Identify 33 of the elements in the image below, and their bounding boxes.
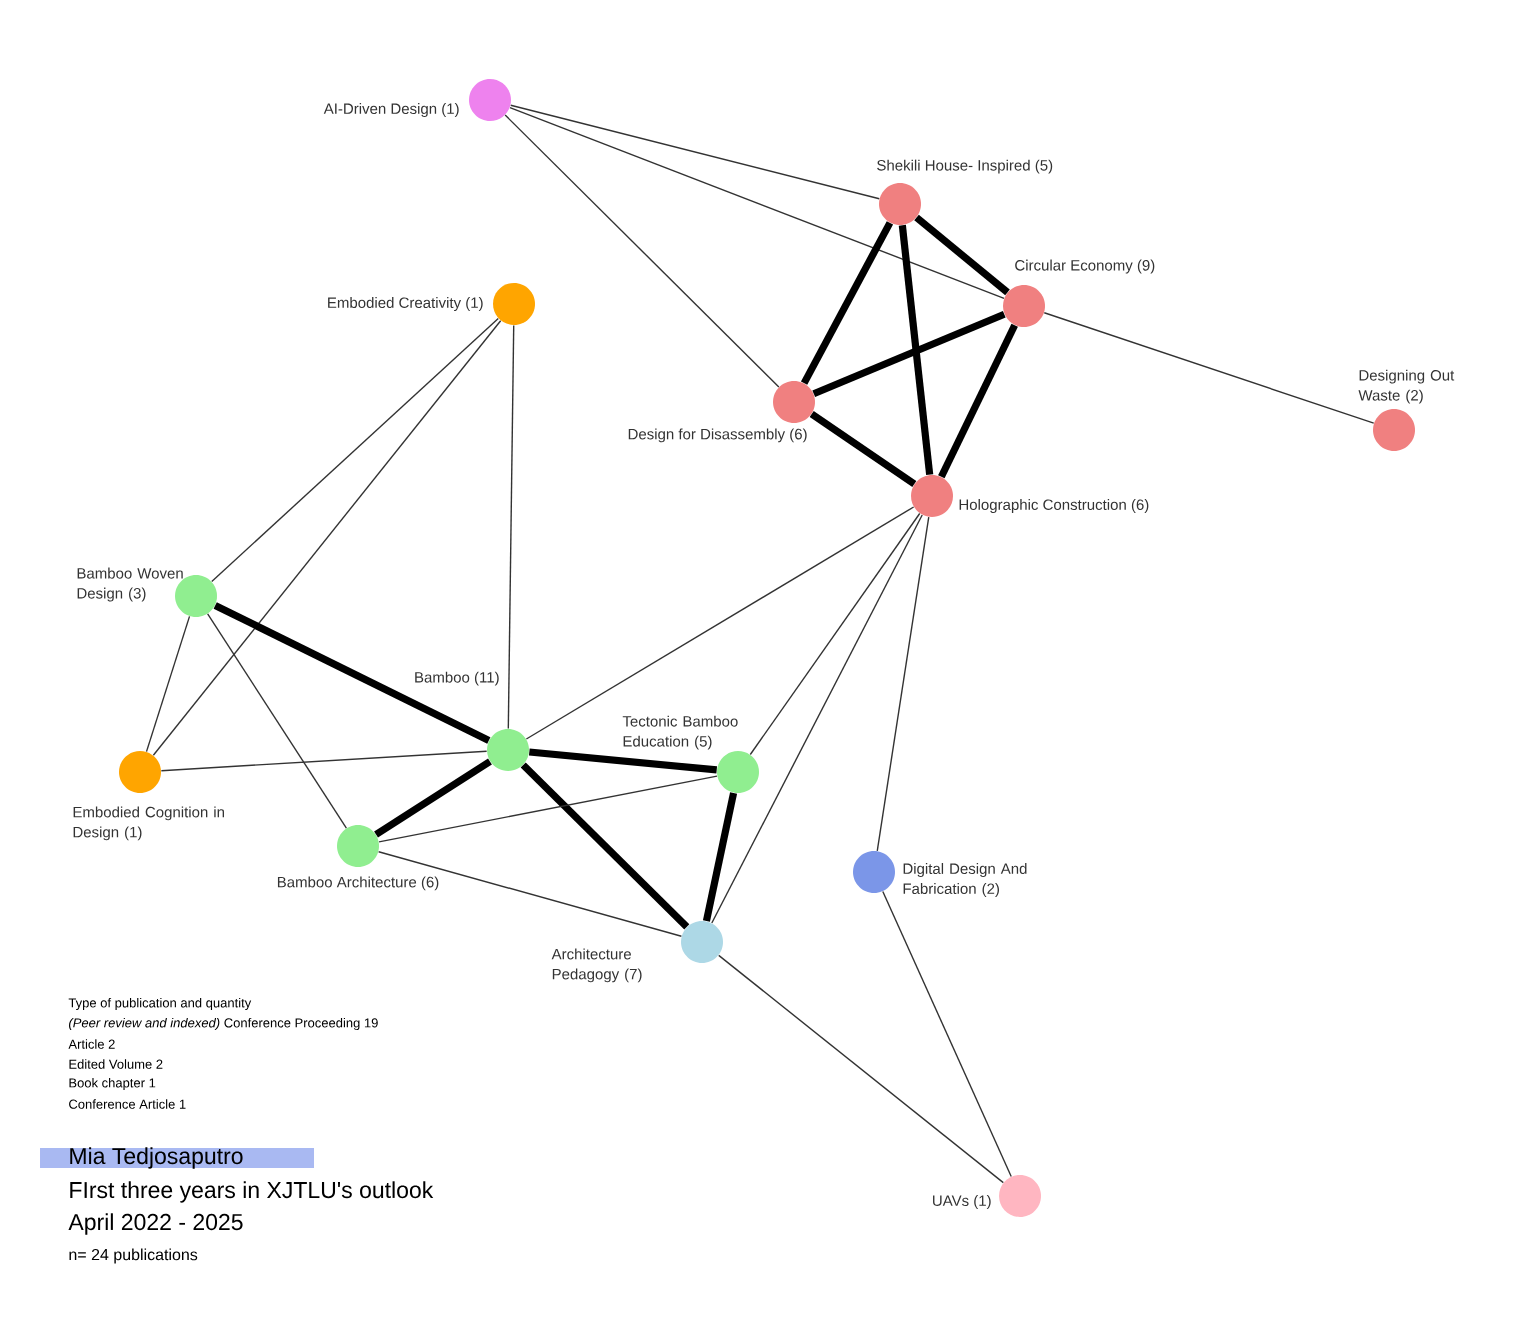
link-line <box>938 323 1018 479</box>
link-line <box>378 775 718 843</box>
link-line <box>812 310 1006 398</box>
link-line <box>152 320 502 756</box>
link-line <box>509 107 1005 299</box>
title-text: April 2022 - 2025 <box>68 1213 243 1235</box>
link-line <box>525 506 915 740</box>
link-line <box>160 750 488 772</box>
link-line <box>749 512 921 756</box>
author-name: Mia Tedjosaputro <box>40 1147 314 1169</box>
link-line <box>206 613 348 829</box>
link-line <box>377 851 683 937</box>
link-line <box>898 224 934 476</box>
link-line <box>702 792 738 922</box>
link-line <box>914 214 1010 296</box>
link-line <box>809 411 917 487</box>
link-line <box>528 748 718 774</box>
link-line <box>1043 312 1375 424</box>
link-line <box>507 324 515 730</box>
link-line <box>882 890 1012 1178</box>
link-line <box>504 114 780 388</box>
link-line <box>374 758 492 838</box>
link-line <box>800 221 894 385</box>
title-text: n= 24 publications <box>69 1248 198 1264</box>
link-line <box>211 317 499 583</box>
link-line <box>520 762 690 930</box>
link-line <box>510 104 880 200</box>
link-line <box>711 514 923 924</box>
link-line <box>718 954 1004 1184</box>
title-text: FIrst three years in XJTLU's outlook <box>70 1181 434 1203</box>
link-line <box>213 602 491 744</box>
link-line <box>145 615 191 753</box>
link-line <box>876 516 930 852</box>
